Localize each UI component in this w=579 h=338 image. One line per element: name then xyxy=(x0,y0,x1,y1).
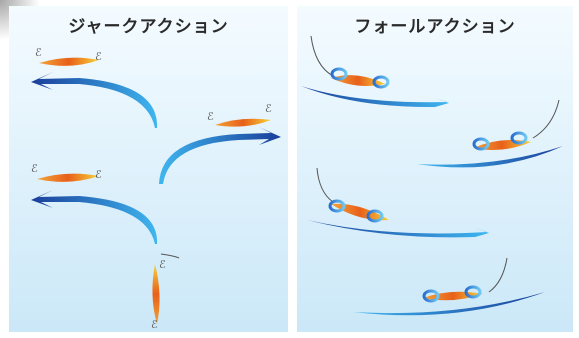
line-icon xyxy=(311,36,333,76)
arrow-left-icon xyxy=(31,72,157,128)
falling-lure-group xyxy=(417,100,563,167)
svg-text:ℰ: ℰ xyxy=(207,110,214,123)
falling-lure-group xyxy=(301,36,449,107)
falling-lure-group xyxy=(353,258,545,315)
lure-icon: ℰ ℰ xyxy=(31,162,102,182)
jerk-action-illustration: ℰ ℰ ℰ ℰ ℰ ℰ ℰ ℰ xyxy=(9,6,288,332)
arrow-right-icon xyxy=(159,127,281,184)
blade-icon xyxy=(332,69,346,79)
lure-icon: ℰ ℰ xyxy=(207,102,272,127)
svg-text:ℰ: ℰ xyxy=(35,46,42,59)
svg-text:ℰ: ℰ xyxy=(95,50,102,63)
svg-text:ℰ: ℰ xyxy=(95,168,102,181)
blade-icon xyxy=(512,133,526,143)
line-icon xyxy=(533,100,559,138)
lure-vertical-icon: ℰ ℰ xyxy=(151,254,179,331)
arrow-left-icon xyxy=(31,190,157,244)
swoosh-arrow-icon xyxy=(307,220,489,237)
line-icon xyxy=(489,258,507,292)
falling-lure-group xyxy=(307,168,489,237)
svg-text:ℰ: ℰ xyxy=(151,318,158,331)
line-icon xyxy=(317,168,333,202)
jerk-action-panel: ジャークアクション ℰ xyxy=(9,6,288,332)
lure-icon: ℰ ℰ xyxy=(35,46,102,66)
fall-action-panel: フォールアクション xyxy=(297,6,573,332)
fall-action-illustration xyxy=(297,6,573,332)
blade-icon xyxy=(466,287,480,297)
swoosh-arrow-icon xyxy=(301,86,449,107)
svg-text:ℰ: ℰ xyxy=(31,162,38,175)
svg-text:ℰ: ℰ xyxy=(159,258,166,271)
svg-text:ℰ: ℰ xyxy=(265,102,272,115)
